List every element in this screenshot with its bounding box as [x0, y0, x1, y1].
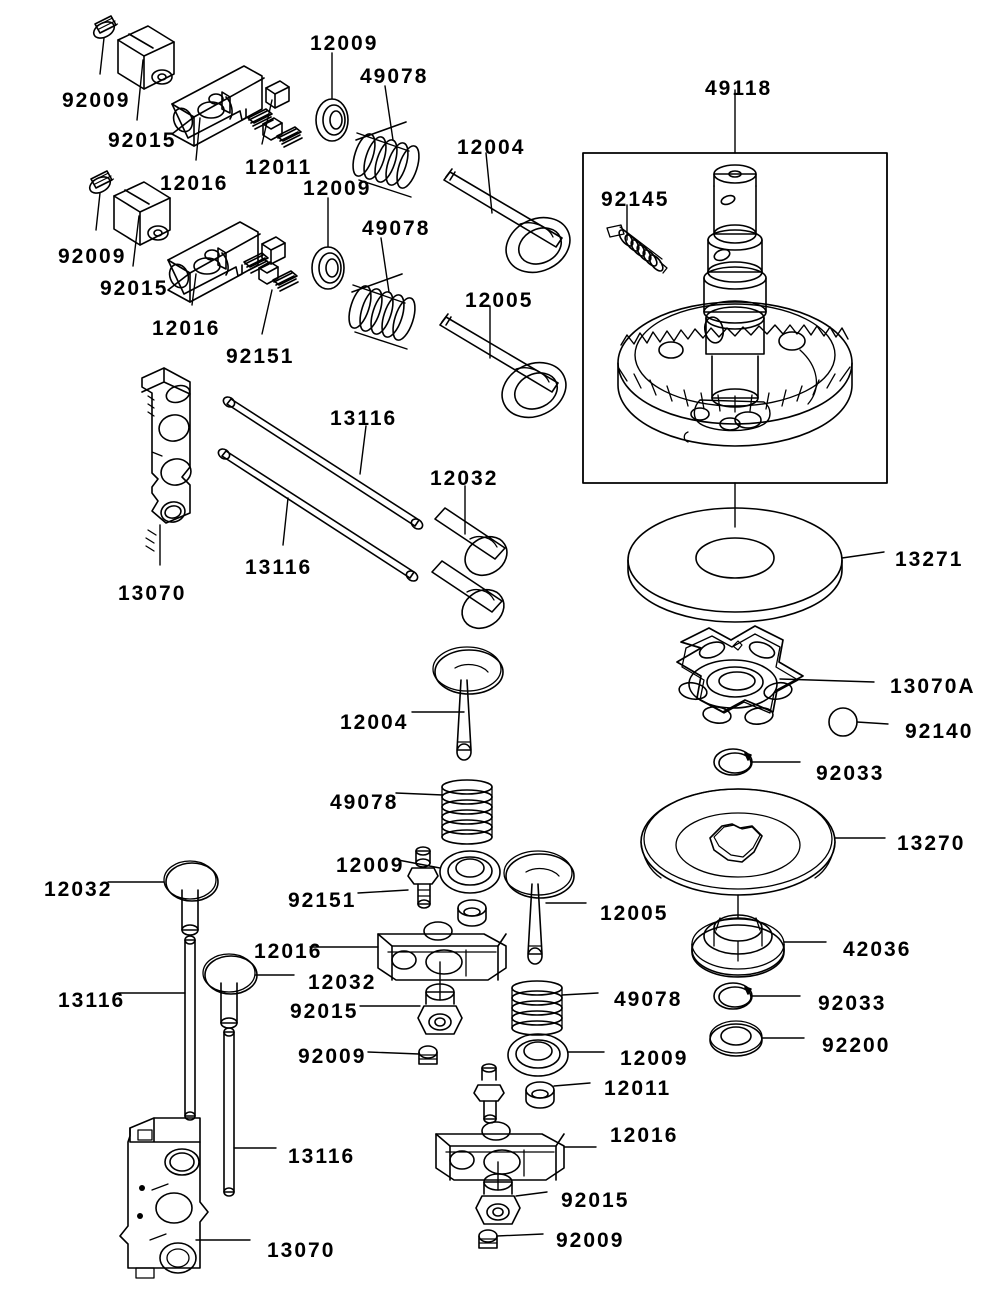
callout-92015-2: 92015 [100, 277, 169, 300]
part-92200 [709, 1020, 763, 1057]
part-92145 [606, 224, 668, 274]
part-13116-lower-b [223, 1027, 235, 1197]
part-92015-b [113, 181, 171, 246]
callout-49078-3: 49078 [330, 791, 399, 814]
callout-13116-4: 13116 [288, 1145, 356, 1168]
callout-13070-1: 13070 [118, 582, 187, 605]
part-12032-lower-right [417, 983, 463, 1035]
callout-92015-4: 92015 [561, 1189, 630, 1212]
callout-12009-1: 12009 [310, 32, 379, 55]
callout-92009-4: 92009 [556, 1229, 625, 1252]
callout-12016-3: 12016 [254, 940, 323, 963]
callout-92033-2: 92033 [818, 992, 887, 1015]
callout-13070-2: 13070 [267, 1239, 336, 1262]
callout-13070A: 13070A [890, 675, 976, 698]
callout-49078-1: 49078 [360, 65, 429, 88]
part-92033-upper [713, 748, 753, 776]
part-12016-lower-a [377, 921, 507, 981]
part-12009-lower-a [439, 850, 501, 894]
callout-92009-1: 92009 [62, 89, 131, 112]
part-12032-upper [431, 507, 508, 630]
callout-12009-2: 12009 [303, 177, 372, 200]
part-12004-top [443, 168, 571, 274]
part-13070A [676, 625, 804, 725]
part-13116-upper-b [217, 448, 419, 582]
part-12009-a [315, 98, 349, 142]
callout-12004-1: 12004 [457, 136, 526, 159]
part-12016-a [171, 65, 265, 147]
callout-92151-1: 92151 [226, 345, 295, 368]
part-92151-a [247, 108, 303, 148]
callout-12009-3: 12009 [336, 854, 405, 877]
callout-92145: 92145 [601, 188, 670, 211]
callout-12005-2: 12005 [600, 902, 669, 925]
callout-13116-1: 13116 [330, 407, 398, 430]
callout-92015-1: 92015 [108, 129, 177, 152]
callout-49078-2: 49078 [362, 217, 431, 240]
callout-92151-2: 92151 [288, 889, 357, 912]
part-13116-lower-a [184, 935, 196, 1121]
callout-92015-3: 92015 [290, 1000, 359, 1023]
part-92151-lower [407, 846, 439, 909]
part-12004-lower [432, 646, 504, 761]
part-12005-top [439, 313, 567, 419]
part-12011-lower [457, 899, 487, 927]
callout-92009-3: 92009 [298, 1045, 367, 1068]
part-49078-b [348, 273, 416, 350]
callout-92140: 92140 [905, 720, 974, 743]
callout-12005-1: 12005 [465, 289, 534, 312]
callout-49078-4: 49078 [614, 988, 683, 1011]
part-92009-a [92, 15, 119, 39]
callout-42036: 42036 [843, 938, 912, 961]
part-92009-lower-b [478, 1229, 498, 1249]
callout-92200: 92200 [822, 1034, 891, 1057]
part-92009-lower-a [418, 1045, 438, 1065]
part-92151-b [243, 252, 299, 292]
part-49078-a [352, 121, 420, 198]
part-13270 [640, 788, 836, 896]
part-92151-lower-b [473, 1063, 505, 1124]
callout-12004-2: 12004 [340, 711, 409, 734]
callout-12032-3: 12032 [308, 971, 377, 994]
part-12016-lower-b [435, 1121, 565, 1181]
callout-49118: 49118 [705, 77, 773, 100]
part-12011-lower-b [525, 1081, 555, 1109]
callout-13116-3: 13116 [58, 989, 126, 1012]
part-12005-lower [503, 850, 575, 965]
part-92015-lower-b [475, 1173, 521, 1225]
part-12009-lower-b [507, 1033, 569, 1077]
callout-12032-1: 12032 [430, 467, 499, 490]
callout-12016-2: 12016 [152, 317, 221, 340]
part-12032-lower-left-b [202, 953, 258, 1029]
callout-92033-1: 92033 [816, 762, 885, 785]
part-92033-lower [713, 982, 753, 1010]
part-13070-upper [141, 367, 192, 552]
callout-12011-1: 12011 [245, 156, 313, 179]
part-12016-b [167, 221, 261, 303]
part-12011-b [261, 236, 286, 265]
part-49078-lower-b [511, 980, 563, 1036]
callout-92009-2: 92009 [58, 245, 127, 268]
part-13116-upper-a [222, 396, 424, 530]
callout-12016-1: 12016 [160, 172, 229, 195]
part-12011-a [265, 80, 290, 109]
callout-13116-2: 13116 [245, 556, 313, 579]
part-13271 [627, 507, 843, 623]
part-13070-lower [119, 1117, 209, 1279]
callout-12032-2: 12032 [44, 878, 113, 901]
part-92140 [828, 707, 858, 737]
part-12009-b [311, 246, 345, 290]
part-49118-camshaft [617, 164, 853, 447]
part-92009-b [88, 170, 115, 194]
part-92015-a [117, 25, 175, 90]
callout-12009-4: 12009 [620, 1047, 689, 1070]
callout-13271: 13271 [895, 548, 964, 571]
part-12032-lower-left-a [163, 860, 219, 936]
callout-12016-4: 12016 [610, 1124, 679, 1147]
part-42036 [691, 914, 785, 978]
part-49078-lower-a [441, 779, 493, 845]
callout-12011-2: 12011 [604, 1077, 672, 1100]
callout-13270: 13270 [897, 832, 966, 855]
